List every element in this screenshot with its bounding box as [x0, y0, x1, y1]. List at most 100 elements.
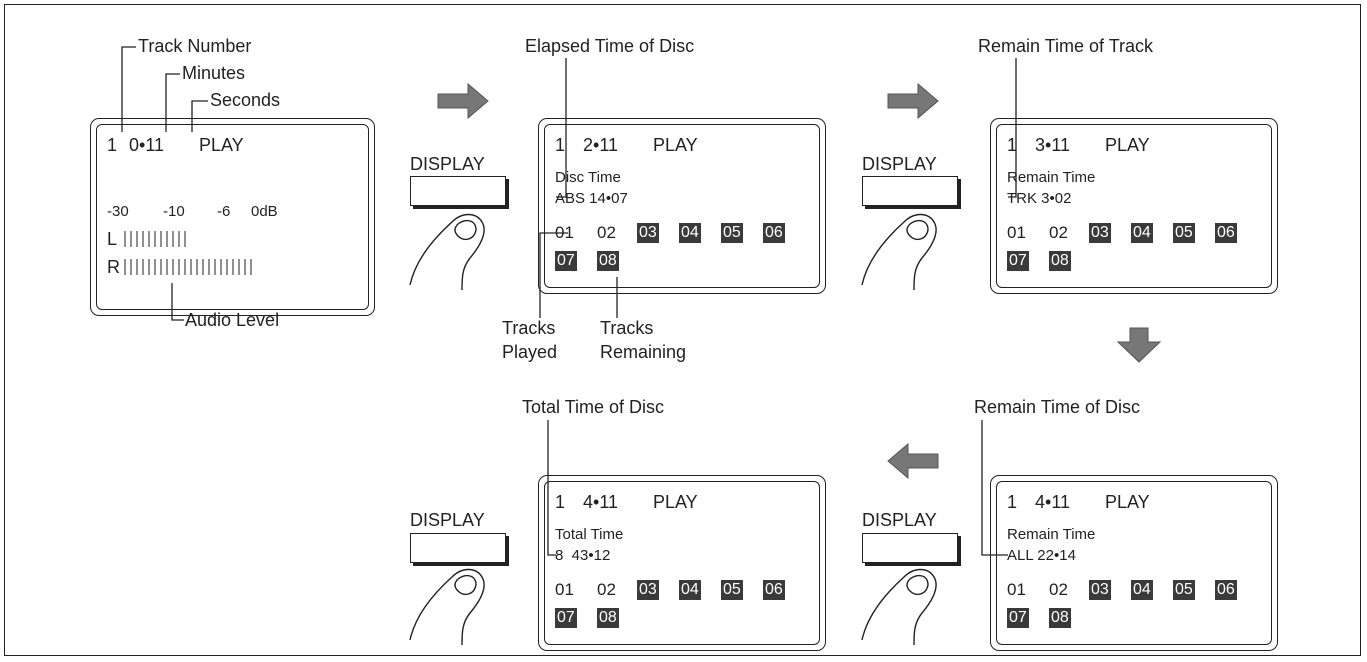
track-remaining: 03 — [637, 580, 659, 600]
audio-level-label: Audio Level — [185, 310, 280, 330]
fingernail-icon — [906, 219, 929, 241]
fingernail-icon — [906, 574, 929, 596]
lcd-remain-disc: 1 4•11 PLAY Remain Time ALL 22•14 01 02 … — [990, 475, 1278, 651]
arrow-right-icon — [437, 82, 489, 120]
track-remaining: 03 — [637, 223, 659, 243]
track-remaining: 05 — [1173, 223, 1195, 243]
arrow-right-icon — [887, 82, 939, 120]
meter-right-label: R — [107, 257, 120, 277]
remain-time-of-disc-label: Remain Time of Disc — [974, 397, 1141, 417]
track-played: 01 — [1007, 223, 1026, 242]
arrow-left-icon — [887, 442, 939, 480]
display-button-label: DISPLAY — [410, 154, 485, 174]
display-button[interactable] — [862, 533, 958, 563]
lcd-status: PLAY — [653, 492, 698, 512]
track-remaining: 06 — [763, 223, 785, 243]
track-played: 01 — [555, 580, 574, 599]
fingernail-icon — [454, 574, 477, 596]
track-remaining: 07 — [555, 608, 577, 628]
tracks-played-label: Tracks Played — [502, 316, 564, 364]
remain-track-leader — [1008, 58, 1017, 198]
display-button[interactable] — [410, 533, 506, 563]
track-remaining: 06 — [1215, 580, 1237, 600]
lcd-track: 1 — [1007, 492, 1018, 512]
arrow-down-icon — [1116, 327, 1162, 363]
display-button-label: DISPLAY — [862, 510, 937, 530]
remain-disc-leader — [981, 420, 1008, 556]
lcd-time: 3•11 — [1035, 135, 1070, 155]
tracks-remaining-text: Tracks Remaining — [600, 318, 687, 362]
track-played: 02 — [597, 580, 616, 599]
lcd-status: PLAY — [653, 135, 698, 155]
lcd-status: PLAY — [1105, 492, 1150, 512]
lcd-elapsed: 1 2•11 PLAY Disc Time ABS 14•07 01 02 03… — [538, 118, 826, 294]
track-number-leader — [121, 46, 136, 132]
lcd-total: 1 4•11 PLAY Total Time 8 43•12 01 02 03 … — [538, 475, 826, 651]
track-remaining: 08 — [597, 251, 619, 271]
lcd-line1: Disc Time — [555, 169, 621, 186]
lcd-inner — [996, 124, 1272, 288]
lcd-status: PLAY — [199, 135, 244, 155]
track-remaining: 07 — [1007, 251, 1029, 271]
meter-left-label: L — [107, 229, 118, 249]
track-played: 02 — [1049, 223, 1068, 242]
track-played: 02 — [1049, 580, 1068, 599]
lcd-inner — [544, 481, 820, 645]
lcd-track: 1 — [555, 492, 566, 512]
track-played: 01 — [1007, 580, 1026, 599]
lcd-time: 4•11 — [1035, 492, 1070, 512]
meter-scale-0db: 0dB — [251, 203, 278, 220]
lcd-time: 0•11 — [129, 135, 164, 155]
audio-level-leader — [171, 283, 184, 321]
lcd-line2: TRK 3•02 — [1007, 190, 1072, 207]
track-remaining: 05 — [721, 223, 743, 243]
seconds-leader — [191, 100, 208, 132]
tracks-played-text: Tracks Played — [502, 318, 558, 362]
total-leader — [547, 420, 556, 556]
seconds-label: Seconds — [210, 90, 281, 110]
track-remaining: 04 — [679, 580, 701, 600]
total-time-of-disc-label: Total Time of Disc — [522, 397, 665, 417]
track-remaining: 04 — [1131, 580, 1153, 600]
display-button-label: DISPLAY — [410, 510, 485, 530]
fingernail-icon — [454, 219, 477, 241]
track-remaining: 05 — [1173, 580, 1195, 600]
lcd-line2: ALL 22•14 — [1007, 547, 1076, 564]
meter-scale--6: -6 — [217, 203, 231, 220]
track-remaining: 05 — [721, 580, 743, 600]
lcd-line2: ABS 14•07 — [555, 190, 628, 207]
lcd-line1: Remain Time — [1007, 169, 1096, 186]
tracks-played-leader — [539, 232, 568, 318]
elapsed-time-of-disc-label: Elapsed Time of Disc — [525, 36, 695, 56]
track-remaining: 08 — [597, 608, 619, 628]
track-remaining: 06 — [1215, 223, 1237, 243]
lcd-status: PLAY — [1105, 135, 1150, 155]
track-remaining: 07 — [555, 251, 577, 271]
lcd-time: 2•11 — [583, 135, 618, 155]
lcd-track: 1 — [555, 135, 566, 155]
level-meter-bars — [124, 231, 252, 275]
display-button[interactable] — [862, 176, 958, 206]
track-remaining: 06 — [763, 580, 785, 600]
lcd-remain-track: 1 3•11 PLAY Remain Time TRK 3•02 01 02 0… — [990, 118, 1278, 294]
lcd-time: 4•11 — [583, 492, 618, 512]
meter-scale--30: -30 — [107, 203, 129, 220]
display-button[interactable] — [410, 176, 506, 206]
elapsed-leader — [556, 58, 567, 198]
track-remaining: 07 — [1007, 608, 1029, 628]
track-remaining: 08 — [1049, 251, 1071, 271]
track-remaining: 03 — [1089, 223, 1111, 243]
lcd-inner — [96, 124, 369, 310]
lcd-line2: 8 43•12 — [555, 547, 611, 564]
lcd-track: 1 — [107, 135, 118, 155]
tracks-remaining-label: Tracks Remaining — [600, 316, 690, 364]
diagram-frame — [4, 4, 1361, 656]
lcd-line1: Total Time — [555, 526, 624, 543]
track-remaining: 03 — [1089, 580, 1111, 600]
lcd-initial: 1 0•11 PLAY -30 -10 -6 0dB L R — [90, 118, 375, 316]
track-remaining: 04 — [679, 223, 701, 243]
track-number-label: Track Number — [138, 36, 252, 56]
minutes-leader — [165, 73, 180, 132]
display-button-label: DISPLAY — [862, 154, 937, 174]
